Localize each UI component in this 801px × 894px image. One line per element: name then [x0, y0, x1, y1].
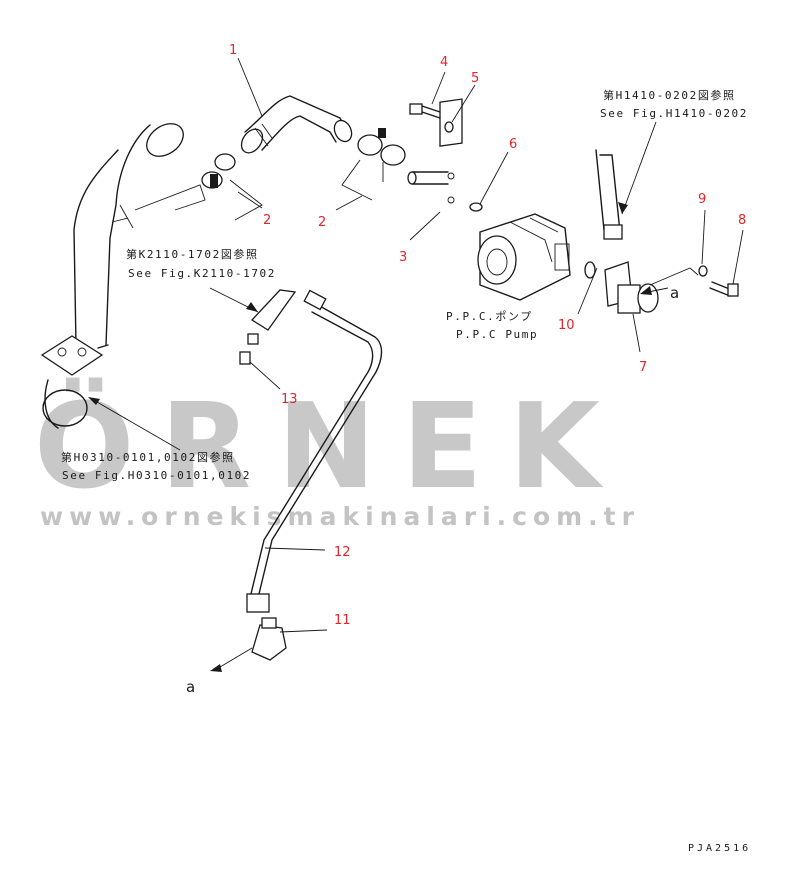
- callout-10: 10: [558, 318, 575, 333]
- elbow-11: [251, 617, 287, 661]
- hose-clamp-2-left: [134, 153, 263, 221]
- callout-labels: 1 2 2 3 4 5 6 7 8 9 10 11 12 13: [229, 43, 746, 628]
- tube-12: [246, 289, 383, 613]
- drawing-code: PJA2516: [688, 843, 751, 854]
- hose-flange: [40, 335, 104, 376]
- callout-2-left: 2: [263, 213, 271, 228]
- ref-left-low-en: See Fig.H0310-0101,0102: [62, 469, 251, 482]
- ref-left-mid-en: See Fig.K2110-1702: [128, 267, 276, 280]
- leader-lines: [89, 57, 744, 671]
- hose-clamp-2-right: [341, 128, 406, 201]
- callout-8: 8: [738, 213, 746, 228]
- fitting-block-7: [595, 149, 699, 314]
- direction-mark-a-right: a: [670, 284, 679, 302]
- callout-13: 13: [281, 392, 298, 407]
- direction-mark-a-bottom: a: [186, 678, 195, 696]
- ppc-pump: [477, 213, 571, 301]
- ref-top-right-jp: 第H1410-0202図参照: [603, 88, 736, 102]
- callout-11: 11: [334, 613, 351, 628]
- washer-9: [698, 265, 708, 277]
- callout-9: 9: [698, 192, 706, 207]
- callout-12: 12: [334, 545, 351, 560]
- reference-notes: 第H1410-0202図参照 See Fig.H1410-0202 第K2110…: [61, 88, 748, 482]
- ref-top-right-en: See Fig.H1410-0202: [600, 107, 748, 120]
- watermark-brand: ÖRNEK: [34, 377, 626, 515]
- arrowheads: [88, 202, 652, 672]
- ref-left-low-jp: 第H0310-0101,0102図参照: [61, 450, 235, 464]
- direction-marks: a a: [186, 284, 679, 696]
- callout-2-right: 2: [318, 215, 326, 230]
- watermark-url: www.ornekismakinalari.com.tr: [40, 502, 640, 531]
- bolt-8: [709, 281, 739, 297]
- oring-6: [469, 202, 483, 212]
- pump-label-jp: P.P.C.ポンプ: [446, 310, 533, 323]
- bolt-4: [409, 103, 441, 119]
- bracket-13: [239, 289, 297, 365]
- oring-10: [584, 261, 596, 279]
- callout-3: 3: [399, 250, 407, 265]
- flange-3: [407, 98, 463, 204]
- pump-label-en: P.P.C Pump: [456, 328, 538, 341]
- callout-6: 6: [509, 137, 517, 152]
- callout-4: 4: [440, 55, 448, 70]
- watermark: ÖRNEK www.ornekismakinalari.com.tr: [34, 377, 640, 531]
- hose-1: [240, 95, 353, 154]
- callout-1: 1: [229, 43, 237, 58]
- washer-5: [444, 121, 454, 133]
- callout-5: 5: [471, 71, 479, 86]
- ref-left-mid-jp: 第K2110-1702図参照: [126, 247, 259, 261]
- callout-7: 7: [639, 360, 647, 375]
